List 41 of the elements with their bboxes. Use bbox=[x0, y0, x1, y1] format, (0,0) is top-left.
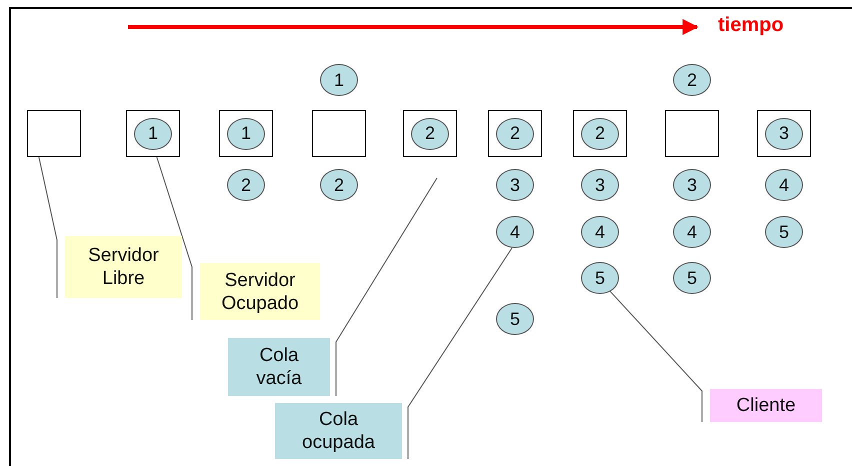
customer-circle: 4 bbox=[765, 169, 803, 201]
customer-circle: 3 bbox=[581, 169, 619, 201]
customer-circle: 4 bbox=[673, 216, 711, 248]
axis-label: tiempo bbox=[718, 14, 784, 37]
server-box bbox=[573, 110, 627, 157]
customer-circle: 1 bbox=[320, 64, 358, 96]
customer-circle: 5 bbox=[673, 262, 711, 294]
callout-label: Cola vacía bbox=[228, 338, 330, 396]
customer-circle: 2 bbox=[673, 64, 711, 96]
customer-circle: 2 bbox=[411, 118, 449, 150]
server-box bbox=[219, 110, 273, 157]
customer-circle: 1 bbox=[227, 118, 265, 150]
customer-circle: 2 bbox=[227, 169, 265, 201]
server-box bbox=[403, 110, 457, 157]
customer-circle: 3 bbox=[496, 169, 534, 201]
callout-label: Servidor Ocupado bbox=[200, 263, 320, 320]
server-box bbox=[757, 110, 811, 157]
server-box bbox=[126, 110, 180, 157]
customer-circle: 5 bbox=[496, 303, 534, 335]
leader-line bbox=[38, 156, 58, 298]
callout-label: Cola ocupada bbox=[275, 403, 402, 459]
callout-label: Cliente bbox=[710, 389, 822, 422]
server-box bbox=[665, 110, 719, 157]
server-box bbox=[312, 110, 366, 157]
customer-circle: 2 bbox=[496, 118, 534, 150]
leader-line bbox=[408, 248, 512, 460]
callout-label: Servidor Libre bbox=[65, 236, 182, 298]
leader-line bbox=[610, 290, 702, 422]
customer-circle: 1 bbox=[134, 118, 172, 150]
leader-line bbox=[156, 156, 192, 320]
customer-circle: 4 bbox=[581, 216, 619, 248]
customer-circle: 3 bbox=[673, 169, 711, 201]
customer-circle: 5 bbox=[765, 216, 803, 248]
customer-circle: 3 bbox=[765, 118, 803, 150]
customer-circle: 2 bbox=[581, 118, 619, 150]
leader-line bbox=[336, 178, 438, 396]
customer-circle: 5 bbox=[581, 262, 619, 294]
customer-circle: 2 bbox=[320, 169, 358, 201]
server-box bbox=[488, 110, 542, 157]
customer-circle: 4 bbox=[496, 216, 534, 248]
server-box bbox=[27, 110, 81, 157]
